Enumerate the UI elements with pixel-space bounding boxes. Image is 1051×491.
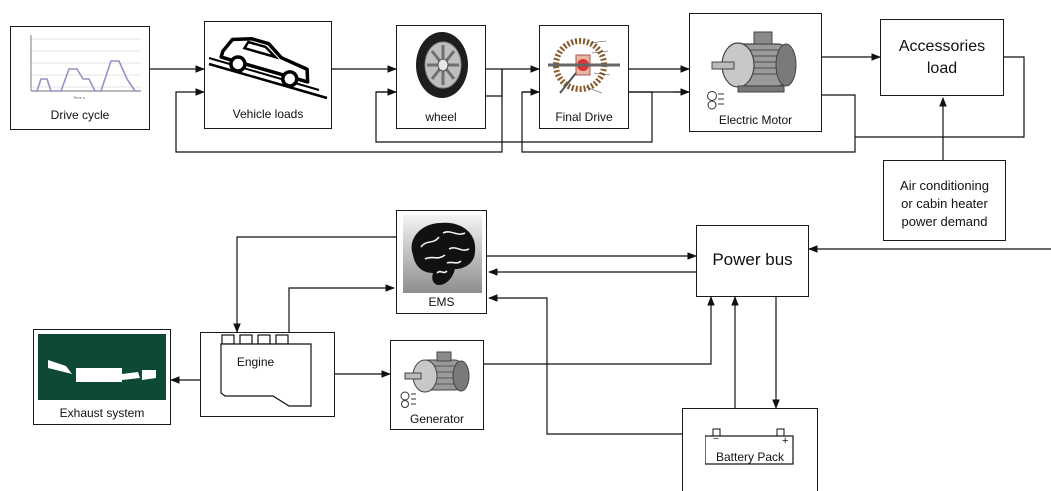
engine-icon <box>201 333 336 418</box>
drive-cycle-block: Time s Drive cycle <box>10 26 150 130</box>
generator-label: Generator <box>391 412 483 426</box>
final-drive-label: Final Drive <box>540 110 628 124</box>
exhaust-pipe-icon <box>38 334 166 400</box>
wheel-block: wheel <box>396 25 486 129</box>
drive-cycle-chart-icon: Time s <box>17 31 145 101</box>
accessories-load-block: Accessories load <box>880 19 1004 96</box>
final-drive-block: Final Drive <box>539 25 629 129</box>
accessories-load-line1: Accessories <box>881 37 1003 57</box>
ems-block: EMS <box>396 210 487 314</box>
exhaust-system-label: Exhaust system <box>34 406 170 420</box>
accessories-load-line2: load <box>881 59 1003 79</box>
brain-icon <box>403 215 482 293</box>
battery-negative-label: − <box>713 435 719 445</box>
electric-motor-block: Electric Motor <box>689 13 822 132</box>
engine-label: Engine <box>201 355 310 369</box>
vehicle-loads-block: Vehicle loads <box>204 21 332 129</box>
wheel-label: wheel <box>397 110 485 124</box>
electric-motor-label: Electric Motor <box>690 113 821 127</box>
wheel-icon <box>407 29 477 101</box>
car-on-slope-icon <box>207 24 331 102</box>
ems-label: EMS <box>397 295 486 309</box>
svg-text:Time s: Time s <box>73 95 85 100</box>
ac-demand-line2: or cabin heater <box>884 195 1005 212</box>
engine-block: Engine <box>200 332 335 417</box>
electric-motor-icon <box>702 18 810 110</box>
vehicle-loads-label: Vehicle loads <box>205 107 331 121</box>
differential-gear-icon <box>546 29 624 105</box>
power-bus-label: Power bus <box>697 250 808 270</box>
exhaust-system-block: Exhaust system <box>33 329 171 425</box>
battery-pack-label: Battery Pack <box>683 450 817 464</box>
ac-demand-line1: Air conditioning <box>884 177 1005 194</box>
battery-pack-block: − + Battery Pack <box>682 408 818 491</box>
generator-icon <box>397 344 479 408</box>
generator-block: Generator <box>390 340 484 430</box>
drive-cycle-label: Drive cycle <box>11 108 149 122</box>
ac-demand-block: Air conditioning or cabin heater power d… <box>883 160 1006 241</box>
ac-demand-line3: power demand <box>884 213 1005 230</box>
power-bus-block: Power bus <box>696 225 809 297</box>
battery-positive-label: + <box>782 436 788 446</box>
